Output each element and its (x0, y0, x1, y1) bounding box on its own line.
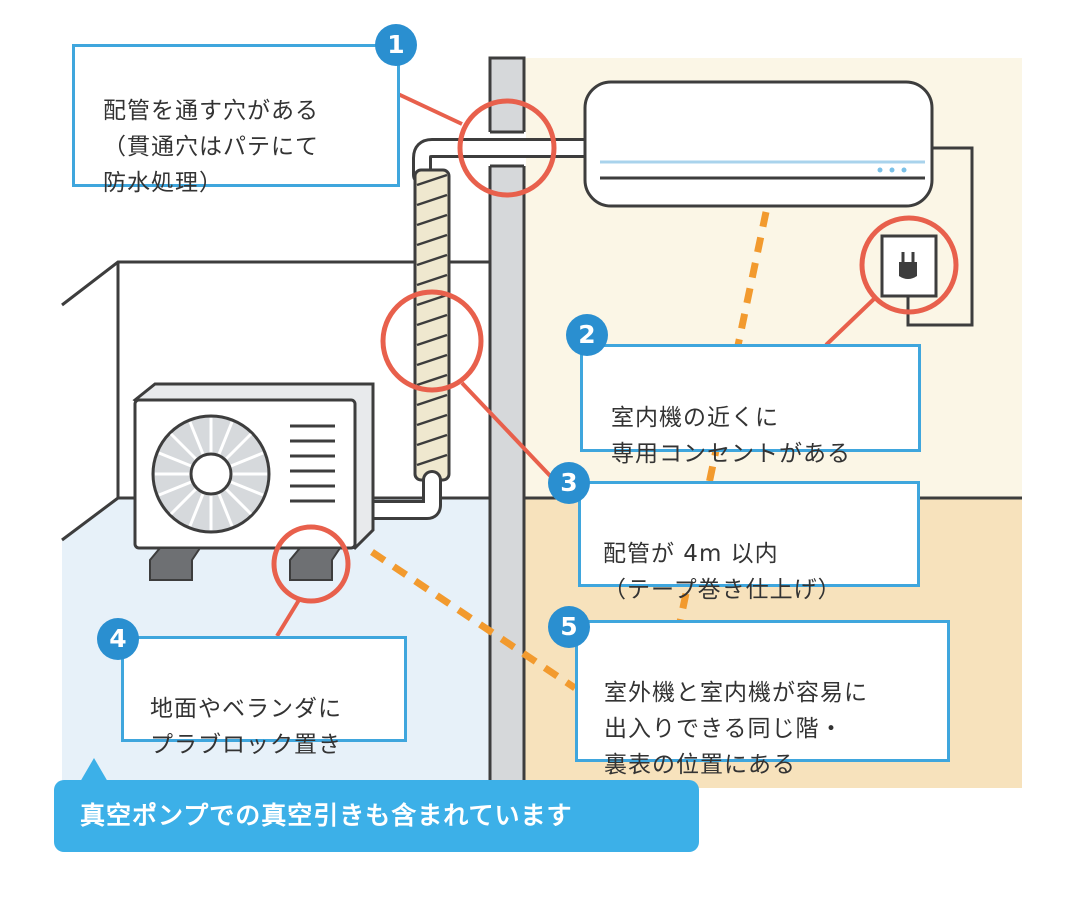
outlet-plug-icon (880, 234, 938, 298)
highlight-circle-pipe (380, 289, 484, 393)
banner-pointer (80, 758, 108, 782)
badge-2: 2 (566, 314, 608, 356)
callout-2-text: 室内機の近くに 専用コンセントがある (611, 405, 851, 467)
badge-5: 5 (548, 606, 590, 648)
wall-column (488, 56, 526, 790)
plastic-block-right (289, 547, 342, 581)
info-banner: 真空ポンプでの真空引きも含まれています (54, 780, 699, 852)
callout-3-text: 配管が 4m 以内 （テープ巻き仕上げ） (603, 541, 842, 603)
highlight-circle-hole (457, 98, 557, 198)
indoor-unit (583, 80, 934, 208)
highlight-circle-outlet (859, 215, 959, 315)
plastic-block-left (149, 547, 202, 581)
badge-3: 3 (548, 462, 590, 504)
highlight-circle-block (271, 524, 351, 604)
callout-5-text: 室外機と室内機が容易に 出入りできる同じ階・ 裏表の位置にある (604, 680, 868, 778)
badge-4: 4 (97, 618, 139, 660)
callout-2: 室内機の近くに 専用コンセントがある (580, 344, 921, 467)
callout-1: 配管を通す穴がある （貫通穴はパテにて 防水処理） (72, 44, 400, 196)
outdoor-unit (132, 382, 375, 581)
callout-1-text: 配管を通す穴がある （貫通穴はパテにて 防水処理） (103, 98, 319, 196)
callout-3: 配管が 4m 以内 （テープ巻き仕上げ） (578, 481, 920, 603)
badge-1: 1 (375, 24, 417, 66)
dashed-guide-outdoor (370, 549, 577, 691)
callout-4-text: 地面やベランダに プラブロック置き (150, 696, 342, 758)
callout-5: 室外機と室内機が容易に 出入りできる同じ階・ 裏表の位置にある (575, 620, 950, 778)
fan-icon (151, 414, 271, 534)
callout-4: 地面やベランダに プラブロック置き (121, 636, 407, 758)
